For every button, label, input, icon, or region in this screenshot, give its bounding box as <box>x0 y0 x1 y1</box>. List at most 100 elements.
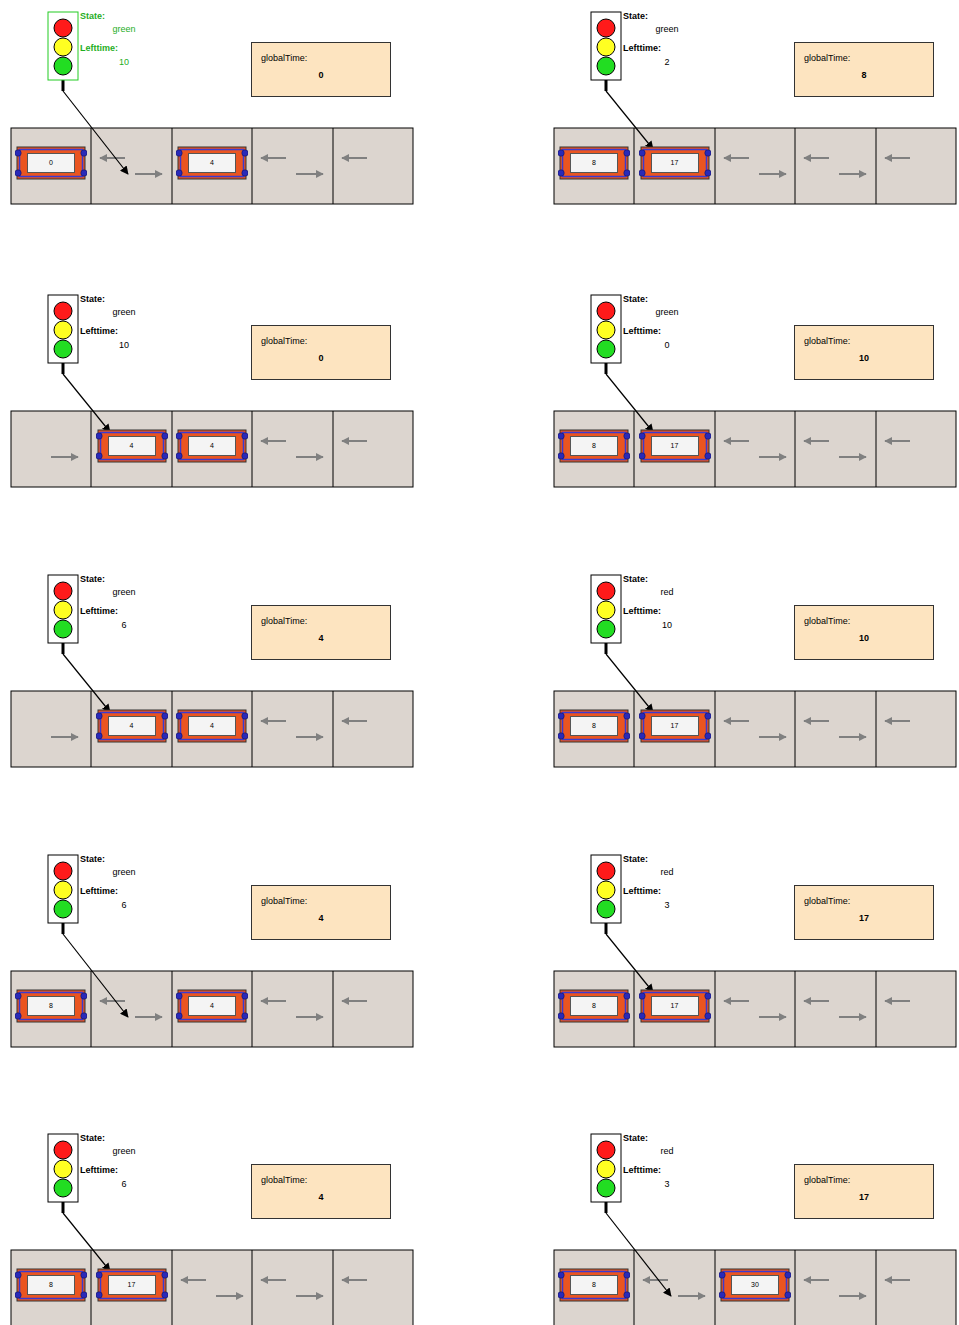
car: 4 <box>96 707 168 745</box>
lefttime-value: 10 <box>98 57 150 68</box>
light-lamp <box>54 601 72 619</box>
direction-arrow <box>51 736 78 738</box>
state-value: red <box>641 1146 693 1157</box>
light-lamp <box>54 881 72 899</box>
cell-border <box>172 971 173 1047</box>
car-id: 8 <box>570 153 618 173</box>
cell-border <box>876 411 877 487</box>
light-lamp <box>597 340 615 358</box>
light-lamp <box>54 1141 72 1159</box>
light-pole <box>62 363 65 374</box>
light-lamp <box>597 57 615 75</box>
state-label: State: <box>80 11 105 22</box>
light-lamp <box>597 1179 615 1197</box>
road <box>11 1250 413 1325</box>
car-id: 17 <box>651 716 699 736</box>
car: 17 <box>639 427 711 465</box>
time-value: 10 <box>795 353 933 364</box>
pointer-line <box>63 1213 110 1271</box>
lefttime-label: Lefttime: <box>623 1165 661 1176</box>
car-id: 4 <box>188 436 236 456</box>
global-time-box: globalTime:10 <box>794 325 934 380</box>
pointer-line <box>606 934 653 992</box>
light-lamp <box>54 582 72 600</box>
light-lamp <box>597 900 615 918</box>
panel <box>554 1134 956 1325</box>
cell-border <box>252 971 253 1047</box>
cell-border <box>795 971 796 1047</box>
state-label: State: <box>623 11 648 22</box>
direction-arrow <box>759 736 786 738</box>
lefttime-label: Lefttime: <box>623 886 661 897</box>
direction-arrow <box>839 1016 866 1018</box>
lefttime-label: Lefttime: <box>623 326 661 337</box>
lefttime-label: Lefttime: <box>80 43 118 54</box>
car: 8 <box>558 144 630 182</box>
time-value: 4 <box>252 1192 390 1203</box>
car: 4 <box>176 144 248 182</box>
state-value: green <box>98 867 150 878</box>
cell-border <box>634 1250 635 1325</box>
state-value: green <box>98 307 150 318</box>
lefttime-value: 2 <box>641 57 693 68</box>
time-value: 17 <box>795 1192 933 1203</box>
lefttime-value: 10 <box>98 340 150 351</box>
car: 8 <box>558 1266 630 1304</box>
direction-arrow <box>261 720 286 722</box>
state-label: State: <box>623 854 648 865</box>
lefttime-label: Lefttime: <box>80 326 118 337</box>
state-label: State: <box>623 574 648 585</box>
time-label: globalTime: <box>804 616 850 627</box>
light-pole <box>605 363 608 374</box>
time-label: globalTime: <box>261 1175 307 1186</box>
car-id: 0 <box>27 153 75 173</box>
state-label: State: <box>80 1133 105 1144</box>
direction-arrow <box>804 440 829 442</box>
light-lamp <box>597 1141 615 1159</box>
cell-border <box>333 691 334 767</box>
global-time-box: globalTime:10 <box>794 605 934 660</box>
light-housing <box>591 12 621 80</box>
lefttime-value: 3 <box>641 900 693 911</box>
traffic-light: State:redLefttime:3 <box>589 853 693 923</box>
cell-border <box>172 691 173 767</box>
panel <box>11 295 413 487</box>
light-pole <box>62 643 65 654</box>
state-value: green <box>641 24 693 35</box>
cell-border <box>795 128 796 204</box>
direction-arrow <box>135 173 162 175</box>
lefttime-value: 0 <box>641 340 693 351</box>
panel <box>554 855 956 1047</box>
lefttime-value: 10 <box>641 620 693 631</box>
car-id: 8 <box>27 996 75 1016</box>
car-id: 8 <box>570 996 618 1016</box>
light-housing <box>48 12 78 80</box>
car-id: 4 <box>188 996 236 1016</box>
time-value: 8 <box>795 70 933 81</box>
panel <box>554 575 956 767</box>
direction-arrow <box>342 720 367 722</box>
light-lamp <box>54 321 72 339</box>
time-value: 17 <box>795 913 933 924</box>
road <box>554 971 956 1047</box>
pointer-line <box>606 374 653 432</box>
time-label: globalTime: <box>261 616 307 627</box>
global-time-box: globalTime:4 <box>251 885 391 940</box>
panel <box>554 12 956 204</box>
lefttime-label: Lefttime: <box>80 886 118 897</box>
car-id: 4 <box>188 716 236 736</box>
cell-border <box>715 691 716 767</box>
cell-border <box>172 128 173 204</box>
direction-arrow <box>839 736 866 738</box>
car: 4 <box>176 707 248 745</box>
cell-border <box>634 971 635 1047</box>
global-time-box: globalTime:0 <box>251 42 391 97</box>
cell-border <box>252 691 253 767</box>
lefttime-value: 6 <box>98 620 150 631</box>
car-id: 4 <box>108 716 156 736</box>
light-housing <box>591 295 621 363</box>
car: 8 <box>558 987 630 1025</box>
cell-border <box>715 128 716 204</box>
car: 17 <box>96 1266 168 1304</box>
